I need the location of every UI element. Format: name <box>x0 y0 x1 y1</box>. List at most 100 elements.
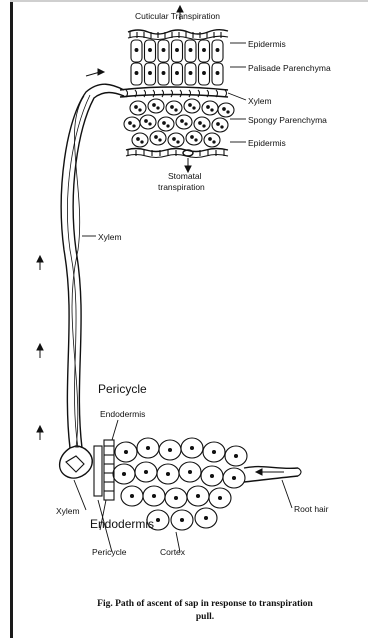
spongy-chloroplast <box>221 126 223 128</box>
cortex-label: Cortex <box>160 548 185 557</box>
root-hair-top <box>244 467 298 469</box>
cortex-nucleus <box>123 473 126 476</box>
cortex-nucleus <box>147 447 150 450</box>
epidermis-upper-label: Epidermis <box>248 40 286 49</box>
spongy-chloroplast <box>173 138 176 141</box>
chloroplast <box>216 72 219 75</box>
spongy-chloroplast <box>175 109 177 111</box>
spongy-chloroplast <box>177 141 179 143</box>
xylem-root-label: Xylem <box>56 507 80 516</box>
xylem-thickening <box>189 90 191 97</box>
cortex-nucleus <box>145 471 148 474</box>
xylem-thickening <box>144 90 146 97</box>
chloroplast <box>189 49 192 52</box>
arrow-right-head <box>98 69 104 75</box>
xylem-thickening <box>198 90 200 97</box>
spongy-cell <box>186 131 202 145</box>
spongy-cell <box>166 101 182 115</box>
chloroplast <box>176 49 179 52</box>
root-xylem-node <box>60 446 93 478</box>
spongy-chloroplast <box>139 109 141 111</box>
leaf-section <box>120 30 234 158</box>
spongy-cell <box>130 101 146 115</box>
upper-epidermis <box>128 30 228 34</box>
cortex-nucleus <box>211 475 214 478</box>
chloroplast <box>203 49 206 52</box>
spongy-chloroplast <box>149 123 151 125</box>
spongy-cell <box>212 118 228 132</box>
flow-arrows <box>37 6 284 475</box>
spongy-cell <box>150 131 166 145</box>
spongy-cell <box>202 101 218 115</box>
cortex-nucleus <box>233 477 236 480</box>
upper-epidermis-inner <box>128 36 228 39</box>
chloroplast <box>135 49 138 52</box>
chloroplast <box>162 72 165 75</box>
stomatal-transpiration-label-1: Stomatal <box>168 172 202 181</box>
spongy-chloroplast <box>163 122 166 125</box>
cortex-nucleus <box>167 473 170 476</box>
spongy-chloroplast <box>171 106 174 109</box>
pericycle-top-label: Pericycle <box>98 383 147 395</box>
caption-line-1: Fig. Path of ascent of sap in response t… <box>60 598 350 611</box>
cortex-nucleus <box>181 519 184 522</box>
spongy-chloroplast <box>135 106 138 109</box>
arrow-up-head <box>37 426 43 432</box>
xylem-thickening <box>162 90 164 97</box>
root-hair-label: Root hair <box>294 505 329 514</box>
epidermis-lower-label: Epidermis <box>248 139 286 148</box>
xylem-thickening <box>135 90 137 97</box>
spongy-chloroplast <box>217 123 220 126</box>
root-xylem-cell <box>66 456 84 472</box>
spongy-cell <box>168 133 184 147</box>
cortex-nucleus <box>131 495 134 498</box>
lower-epidermis-inner <box>126 155 228 158</box>
cortex-nucleus <box>153 495 156 498</box>
spongy-chloroplast <box>141 141 143 143</box>
spongy-chloroplast <box>199 122 202 125</box>
spongy-chloroplast <box>193 107 195 109</box>
arrow-up-head <box>37 256 43 262</box>
spongy-cell <box>204 133 220 147</box>
spongy-cell <box>218 103 234 117</box>
spongy-chloroplast <box>211 109 213 111</box>
spongy-chloroplast <box>153 104 156 107</box>
xylem-stem-label: Xylem <box>98 233 122 242</box>
pericycle-bottom-label: Pericycle <box>92 548 126 557</box>
spongy-chloroplast <box>157 107 159 109</box>
spongy-chloroplast <box>213 141 215 143</box>
lower-epidermis <box>126 149 228 152</box>
chloroplast <box>162 49 165 52</box>
chloroplast <box>216 49 219 52</box>
chloroplast <box>149 49 152 52</box>
spongy-cell <box>194 117 210 131</box>
cortex-nucleus <box>125 451 128 454</box>
spongy-chloroplast <box>137 138 140 141</box>
spongy-chloroplast <box>223 108 226 111</box>
xylem-leaf-label: Xylem <box>248 97 272 106</box>
leader-line <box>228 93 246 100</box>
spongy-chloroplast <box>203 125 205 127</box>
cortex-nucleus <box>219 497 222 500</box>
spongy-cell <box>132 133 148 147</box>
xylem-thickening <box>171 90 173 97</box>
spongy-chloroplast <box>189 104 192 107</box>
cortex-nucleus <box>197 495 200 498</box>
endodermis-top-label: Endodermis <box>100 410 145 419</box>
arrow-up-head <box>37 344 43 350</box>
chloroplast <box>203 72 206 75</box>
cortex-nucleus <box>169 449 172 452</box>
spongy-cell <box>176 115 192 129</box>
spongy-chloroplast <box>181 120 184 123</box>
spongy-parenchyma-label: Spongy Parenchyma <box>248 116 327 125</box>
xylem-thickening <box>216 90 218 97</box>
xylem-thickening <box>225 90 227 97</box>
endodermis-bottom-label: Endodermis <box>90 518 154 530</box>
cortex-nucleus <box>213 451 216 454</box>
cortex-nucleus <box>235 455 238 458</box>
cortex-nucleus <box>191 447 194 450</box>
spongy-chloroplast <box>159 139 161 141</box>
cuticular-transpiration-label: Cuticular Transpiration <box>135 12 220 21</box>
caption-line-2: pull. <box>60 611 350 624</box>
